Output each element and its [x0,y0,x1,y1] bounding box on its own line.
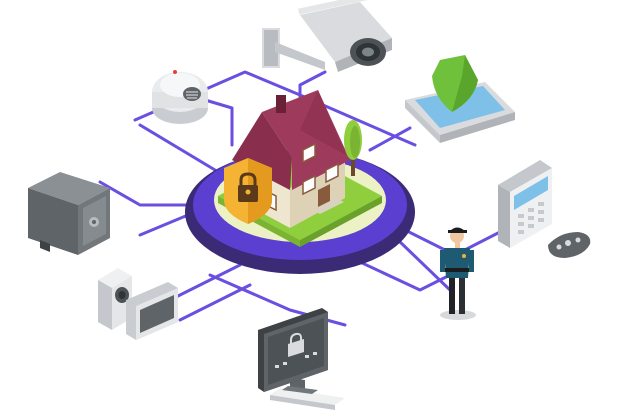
intercom-icon [98,268,178,340]
smoke-detector-icon [152,70,208,124]
safe-icon [28,172,110,255]
monitor-lock-icon [258,308,345,410]
security-camera-icon [262,0,392,72]
connector-phone [368,126,412,152]
padlock-shield-icon [224,158,272,224]
guard-icon [440,227,476,320]
smartphone-shield-icon [405,55,515,143]
connector-intercom [168,263,242,302]
connector-left-top [138,123,217,172]
connector-safe [98,180,202,207]
connector-monitor-left [178,283,252,322]
keypad-remote-icon [498,160,591,258]
connector-guard [396,238,452,292]
